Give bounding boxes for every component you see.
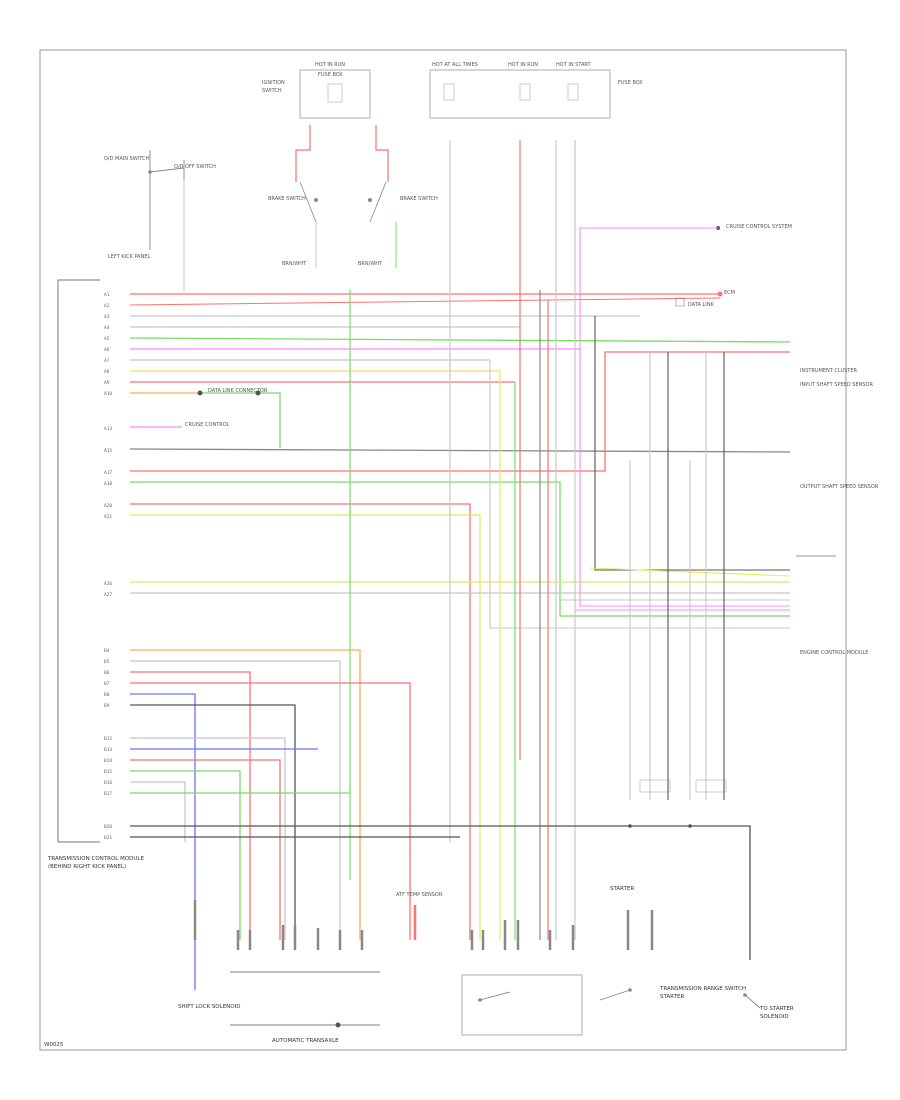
svg-text:B12: B12 bbox=[104, 736, 112, 742]
svg-text:A8: A8 bbox=[104, 369, 110, 375]
right-bundle bbox=[489, 316, 836, 629]
svg-text:SWITCH: SWITCH bbox=[262, 88, 282, 94]
bottom-connector-left: SHIFT LOCK SOLENOID AUTOMATIC TRANSAXLE bbox=[178, 900, 380, 1044]
svg-text:A10: A10 bbox=[104, 391, 112, 397]
top-right-fuse-b: HOT IN RUN bbox=[508, 62, 538, 68]
svg-text:B16: B16 bbox=[104, 780, 112, 786]
upper-components: DATA LINK CONNECTOR CRUISE CONTROL ECM D… bbox=[185, 224, 792, 428]
svg-text:ECM: ECM bbox=[724, 290, 735, 296]
diagram-code: W0025 bbox=[44, 1042, 64, 1048]
svg-text:A17: A17 bbox=[104, 470, 112, 476]
ecu-wires-lower bbox=[130, 649, 751, 990]
top-center-fuse-title: HOT IN RUN bbox=[315, 62, 345, 68]
left-top-switch-label: O/D MAIN SWITCH bbox=[104, 156, 149, 162]
svg-text:A9: A9 bbox=[104, 380, 110, 386]
ecu-name: TRANSMISSION CONTROL MODULE bbox=[47, 856, 144, 862]
ecu-bracket bbox=[57, 279, 100, 843]
right-label-5: ENGINE CONTROL MODULE bbox=[800, 650, 868, 656]
svg-text:B15: B15 bbox=[104, 769, 112, 775]
brake-switch-left-label: BRAKE SWITCH bbox=[268, 196, 306, 202]
svg-text:A15: A15 bbox=[104, 448, 112, 454]
svg-text:A2: A2 bbox=[104, 303, 110, 309]
bottom-left-label: SHIFT LOCK SOLENOID bbox=[178, 1004, 240, 1010]
right-label-2: INSTRUMENT CLUSTER bbox=[800, 368, 858, 374]
brake-switch-assembly: BRAKE SWITCH BRAKE SWITCH BRN/WHT BRN/WH… bbox=[268, 125, 438, 268]
right-label-1: CRUISE CONTROL SYSTEM bbox=[726, 224, 792, 230]
svg-text:B21: B21 bbox=[104, 835, 112, 841]
top-right-fuse-c: HOT IN START bbox=[556, 62, 592, 68]
svg-text:B14: B14 bbox=[104, 758, 112, 764]
bottom-center-label: AUTOMATIC TRANSAXLE bbox=[272, 1038, 339, 1044]
bottom-right-label-2: STARTER bbox=[660, 994, 684, 1000]
svg-text:DATA LINK: DATA LINK bbox=[688, 302, 714, 308]
svg-text:IGNITION: IGNITION bbox=[262, 80, 285, 86]
svg-text:A1: A1 bbox=[104, 292, 110, 298]
svg-text:A20: A20 bbox=[104, 503, 112, 509]
left-top-switch2-label: O/D OFF SWITCH bbox=[174, 164, 216, 170]
svg-text:STARTER: STARTER bbox=[610, 886, 634, 892]
top-right-fuse-a: HOT AT ALL TIMES bbox=[432, 62, 478, 68]
brake-switch-right-label: BRAKE SWITCH bbox=[400, 196, 438, 202]
bottom-mid-label: ATF TEMP SENSOR bbox=[396, 892, 443, 898]
bottom-right-label-3: TO STARTER bbox=[759, 1006, 794, 1012]
svg-text:B20: B20 bbox=[104, 824, 112, 830]
svg-text:A3: A3 bbox=[104, 314, 110, 320]
bottom-right-label-1: TRANSMISSION RANGE SWITCH bbox=[659, 986, 746, 992]
top-right-fuse-box: HOT AT ALL TIMES HOT IN RUN HOT IN START… bbox=[429, 62, 643, 119]
svg-text:A13: A13 bbox=[104, 426, 112, 432]
svg-text:B4: B4 bbox=[104, 648, 110, 654]
diagram-frame bbox=[39, 49, 847, 1051]
svg-text:A27: A27 bbox=[104, 592, 112, 598]
top-center-fuse-box: HOT IN RUN FUSE BOX IGNITION SWITCH bbox=[262, 62, 371, 119]
svg-text:B5: B5 bbox=[104, 659, 110, 665]
svg-text:B7: B7 bbox=[104, 681, 110, 687]
svg-text:A6: A6 bbox=[104, 347, 110, 353]
left-top-conn-label: LEFT KICK PANEL bbox=[108, 254, 151, 260]
svg-text:B6: B6 bbox=[104, 670, 110, 676]
svg-text:B13: B13 bbox=[104, 747, 112, 753]
svg-text:B17: B17 bbox=[104, 791, 112, 797]
speed-sensor-wires bbox=[629, 352, 725, 800]
svg-text:BRN/WHT: BRN/WHT bbox=[358, 261, 383, 267]
svg-text:A5: A5 bbox=[104, 336, 110, 342]
top-center-fuse-name: FUSE BOX bbox=[318, 72, 343, 78]
svg-text:A26: A26 bbox=[104, 581, 112, 587]
bottom-connector-mid: ATF TEMP SENSOR bbox=[396, 892, 443, 940]
mid-label-1: DATA LINK CONNECTOR bbox=[208, 388, 268, 394]
vertical-trunk bbox=[349, 140, 576, 940]
bottom-connector-right: STARTER TRANSMISSION RANGE SWITCH STARTE… bbox=[461, 886, 794, 1036]
bottom-right-label-4: SOLENOID bbox=[760, 1014, 789, 1020]
svg-text:A18: A18 bbox=[104, 481, 112, 487]
svg-text:BRN/WHT: BRN/WHT bbox=[282, 261, 307, 267]
svg-text:A21: A21 bbox=[104, 514, 112, 520]
svg-text:A7: A7 bbox=[104, 358, 110, 364]
svg-text:B9: B9 bbox=[104, 703, 110, 709]
top-right-box-name: FUSE BOX bbox=[618, 80, 643, 86]
right-label-4: OUTPUT SHAFT SPEED SENSOR bbox=[800, 484, 879, 490]
ground-points bbox=[628, 779, 727, 828]
svg-text:A4: A4 bbox=[104, 325, 110, 331]
ecu-wires-upper bbox=[129, 293, 791, 940]
svg-text:B8: B8 bbox=[104, 692, 110, 698]
mid-label-2: CRUISE CONTROL bbox=[185, 422, 230, 428]
right-label-3: INPUT SHAFT SPEED SENSOR bbox=[800, 382, 873, 388]
od-switch-assembly: O/D MAIN SWITCH O/D OFF SWITCH LEFT KICK… bbox=[104, 150, 216, 292]
ecu-location: (BEHIND RIGHT KICK PANEL) bbox=[48, 864, 126, 870]
